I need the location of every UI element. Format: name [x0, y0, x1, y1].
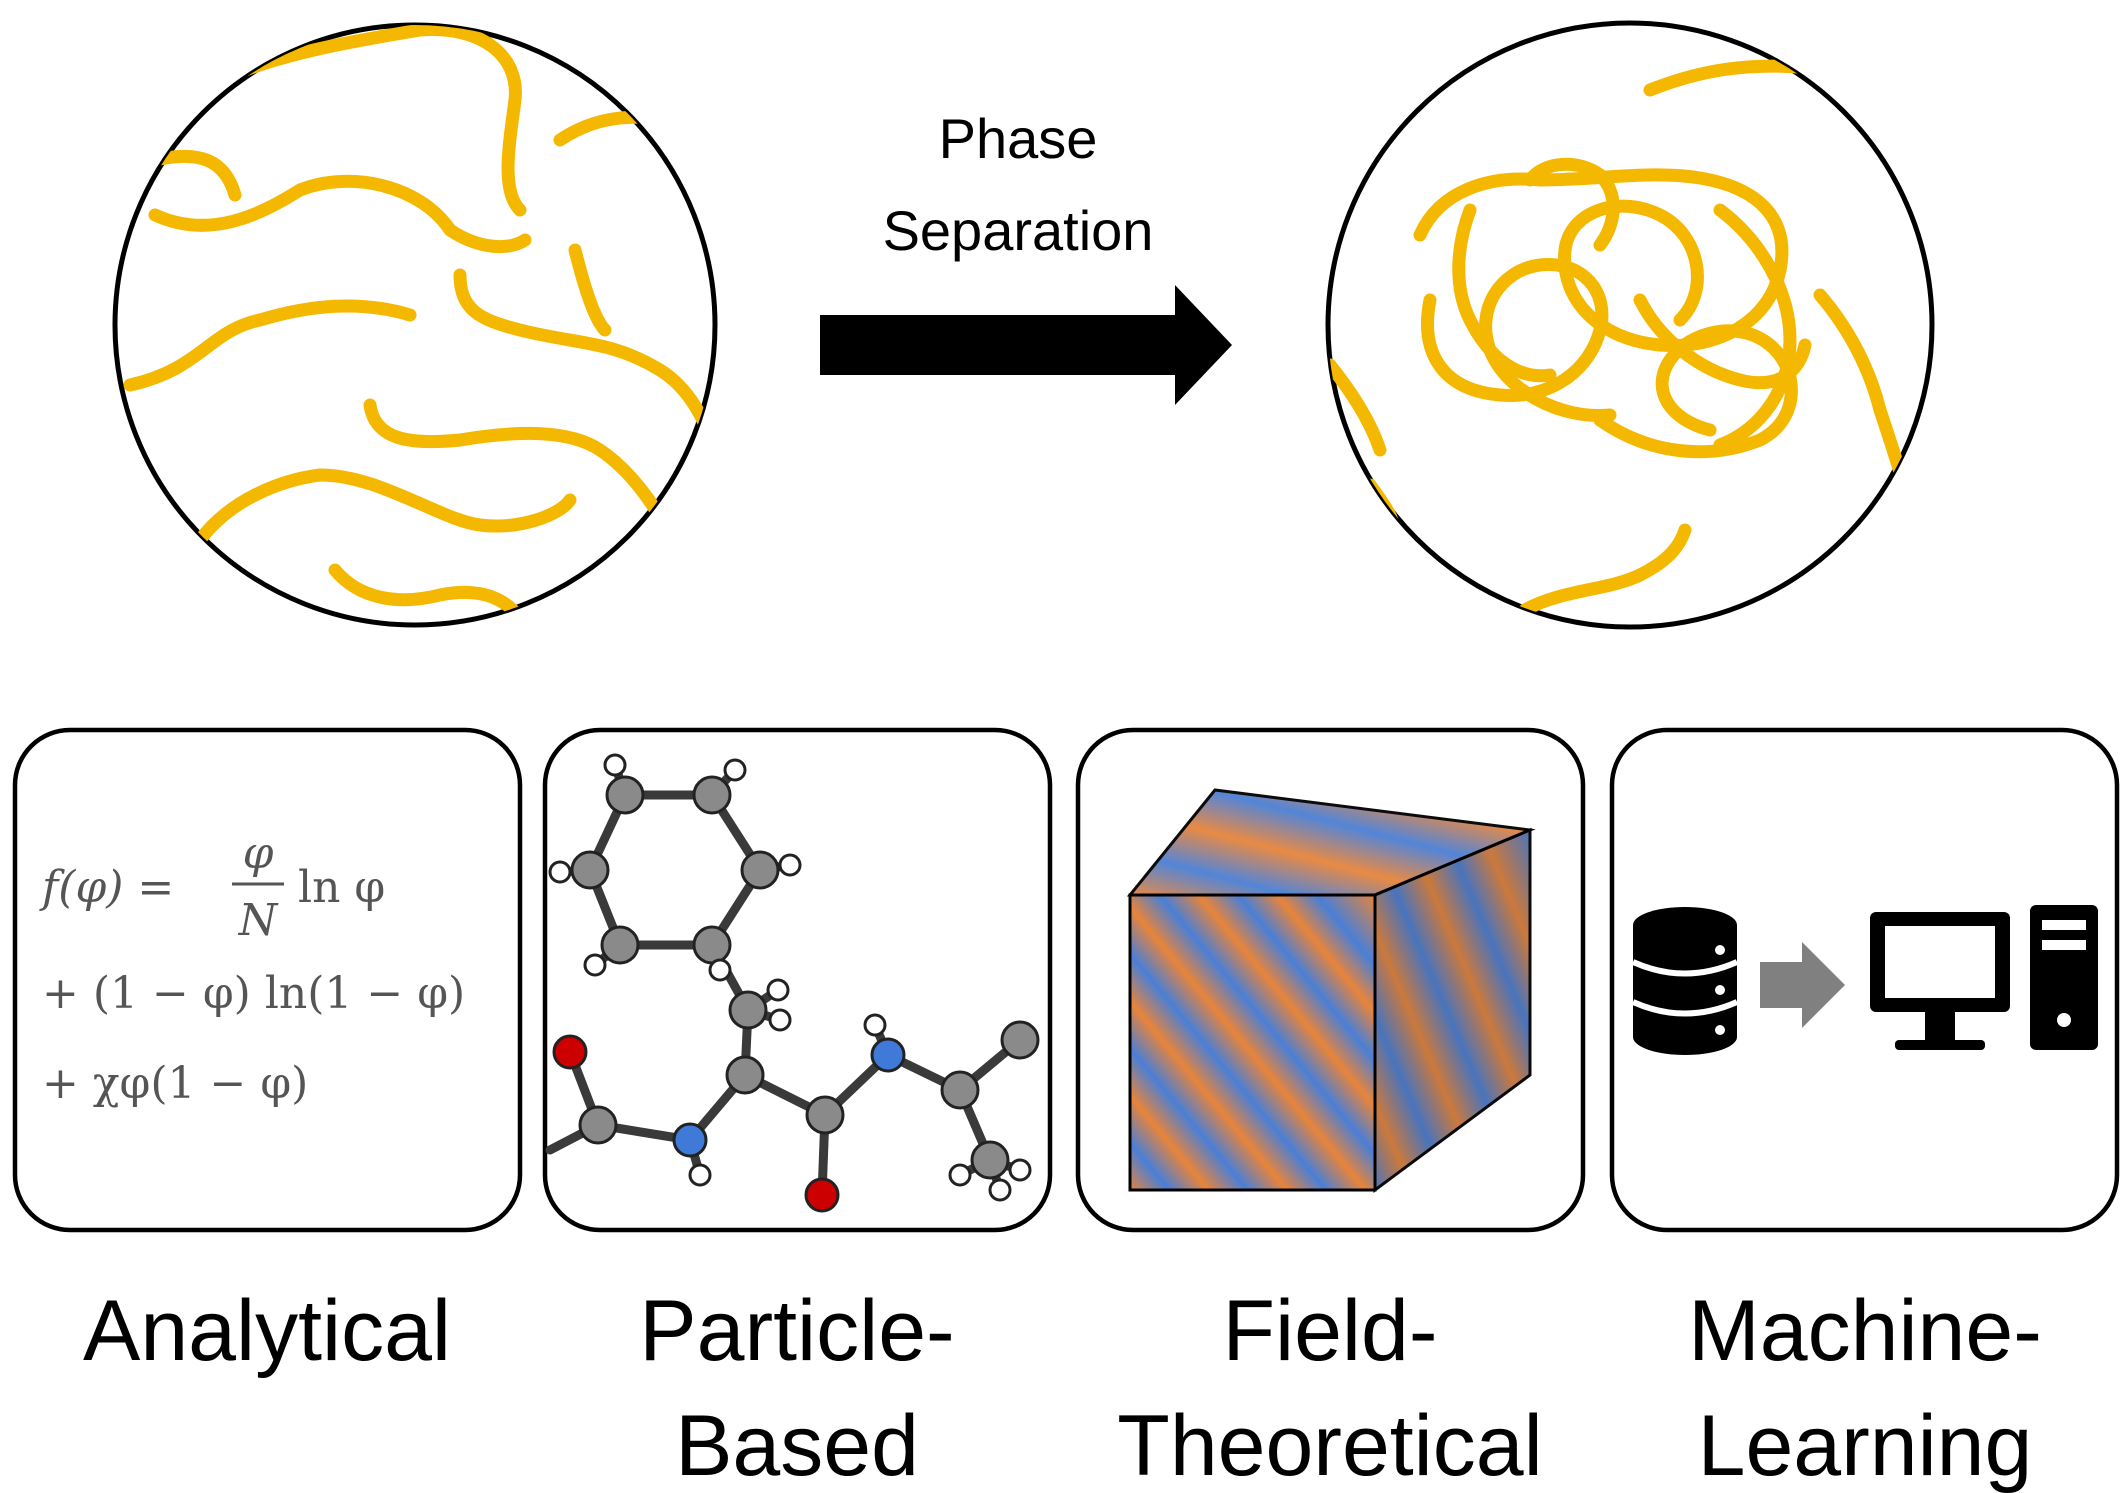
hydrogen-atom: [723, 758, 747, 782]
hydrogen-atom: [583, 953, 607, 977]
hydrogen-atom: [863, 1013, 887, 1037]
hydrogen-atom: [548, 860, 572, 884]
condensed-polymer-chains: [1328, 59, 1912, 617]
hydrogen-atom: [768, 1008, 792, 1032]
arrow-right-icon: [820, 285, 1232, 405]
arrow-right-icon: [1760, 942, 1845, 1028]
hydrogen-atom: [988, 1178, 1012, 1202]
carbon-atom: [740, 850, 780, 890]
density-field-cube: [1126, 788, 1536, 1193]
label-field-line1: Field-: [1222, 1283, 1437, 1379]
nitrogen-atom: [870, 1037, 906, 1073]
phase-separated-circle: [1325, 20, 1935, 630]
hydrogen-atom: [948, 1163, 972, 1187]
arrow-label-line2: Separation: [883, 199, 1154, 262]
equation-fraction-numerator: φ: [243, 828, 274, 879]
carbon-atom: [728, 990, 768, 1030]
method-panel-machine-learning: [1609, 727, 2120, 1233]
nitrogen-atom: [672, 1122, 708, 1158]
label-ml-line1: Machine-: [1688, 1283, 2042, 1379]
method-labels: Analytical Particle- Based Field- Theore…: [83, 1283, 2042, 1493]
equation-line1-lhs: f(φ) =: [39, 862, 174, 913]
carbon-atom: [1000, 1020, 1040, 1060]
label-particle-line1: Particle-: [639, 1283, 954, 1379]
carbon-atom: [805, 1095, 845, 1135]
hydrogen-atom: [778, 853, 802, 877]
oxygen-atom: [552, 1034, 588, 1070]
label-analytical-line1: Analytical: [83, 1283, 451, 1379]
label-particle-line2: Based: [675, 1398, 919, 1493]
molecule-ball-and-stick: [545, 753, 1040, 1213]
oxygen-atom: [804, 1177, 840, 1213]
free-energy-equation: f(φ) = φ N ln φ + (1 − φ) ln(1 − φ) + χφ…: [39, 828, 465, 1109]
hydrogen-atom: [708, 958, 732, 982]
hydrogen-atom: [1008, 1158, 1032, 1182]
equation-line1-rhs: ln φ: [298, 862, 385, 913]
carbon-atom: [725, 1055, 765, 1095]
database-icon: [1631, 907, 1739, 1055]
hydrogen-atom: [688, 1163, 712, 1187]
carbon-atom: [600, 925, 640, 965]
equation-line3: + χφ(1 − φ): [42, 1058, 308, 1109]
phase-separation-arrow: Phase Separation: [820, 107, 1232, 405]
method-panel-particle-based: [542, 727, 1053, 1233]
method-panel-analytical: f(φ) = φ N ln φ + (1 − φ) ln(1 − φ) + χφ…: [12, 727, 523, 1233]
carbon-atom: [692, 775, 732, 815]
arrow-label-line1: Phase: [939, 107, 1098, 170]
carbon-atom: [692, 925, 732, 965]
label-ml-line2: Learning: [1698, 1398, 2033, 1493]
label-field-line2: Theoretical: [1117, 1398, 1542, 1493]
equation-line2: + (1 − φ) ln(1 − φ): [42, 968, 465, 1019]
carbon-atom: [570, 850, 610, 890]
carbon-atom: [940, 1070, 980, 1110]
equation-fraction-denominator: N: [238, 895, 279, 946]
desktop-computer-icon: [1870, 905, 2098, 1050]
hydrogen-atom: [603, 753, 627, 777]
method-panel-field-theoretical: [1075, 727, 1586, 1233]
mixed-state-circle: [112, 22, 718, 628]
carbon-atom: [970, 1140, 1010, 1180]
carbon-atom: [578, 1105, 618, 1145]
carbon-atom: [605, 775, 645, 815]
hydrogen-atom: [766, 978, 790, 1002]
